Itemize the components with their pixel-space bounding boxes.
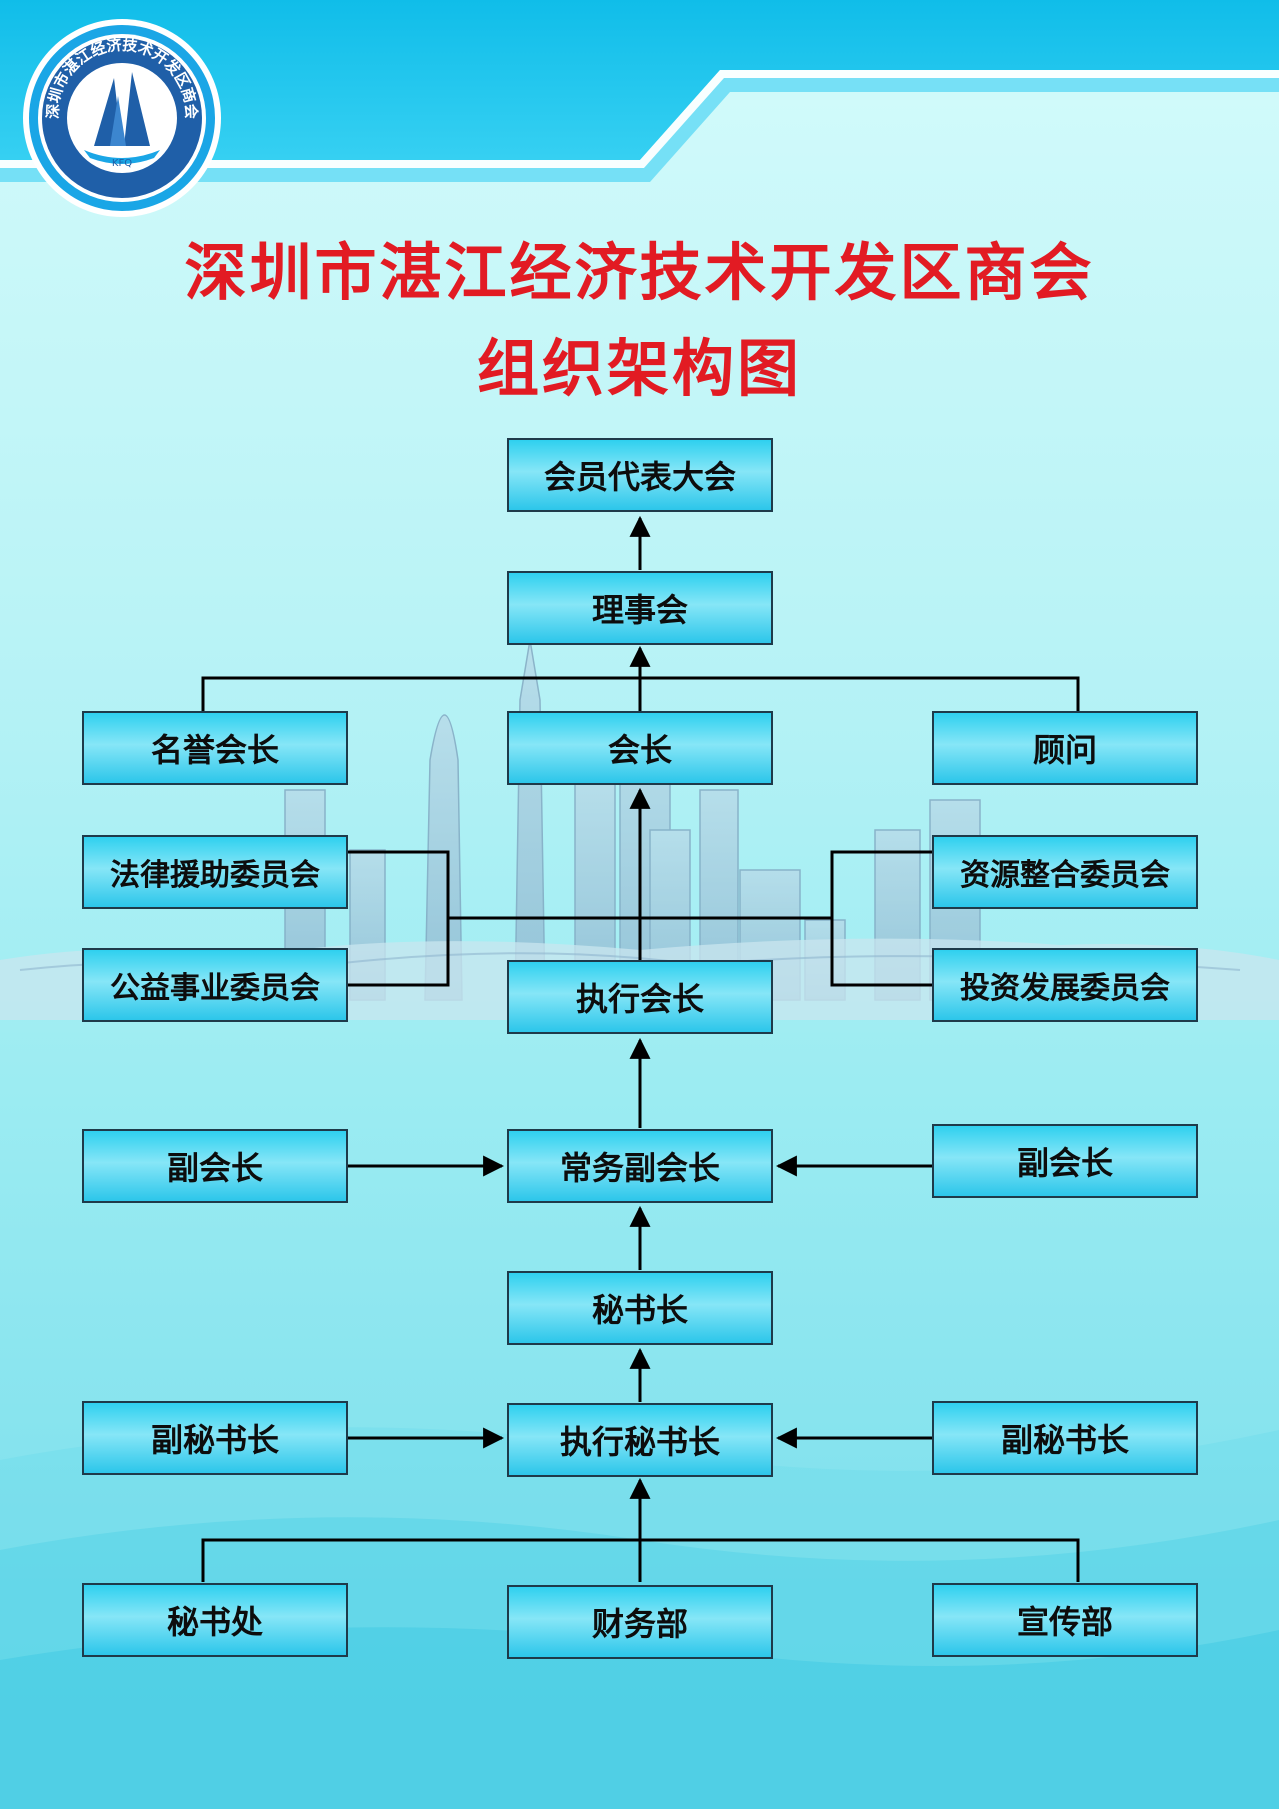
node-vice-president-left[interactable]: 副会长 <box>82 1129 348 1203</box>
node-resource-committee[interactable]: 资源整合委员会 <box>932 835 1198 909</box>
page-title: 深圳市湛江经济技术开发区商会 <box>184 236 1095 309</box>
node-finance[interactable]: 财务部 <box>507 1585 773 1659</box>
node-president[interactable]: 会长 <box>507 711 773 785</box>
node-members-congress[interactable]: 会员代表大会 <box>507 438 773 512</box>
node-secretary-general[interactable]: 秘书长 <box>507 1271 773 1345</box>
node-publicity[interactable]: 宣传部 <box>932 1583 1198 1657</box>
node-vice-president-right[interactable]: 副会长 <box>932 1124 1198 1198</box>
node-standing-vice-president[interactable]: 常务副会长 <box>507 1129 773 1203</box>
node-deputy-secretary-right[interactable]: 副秘书长 <box>932 1401 1198 1475</box>
node-executive-secretary[interactable]: 执行秘书长 <box>507 1403 773 1477</box>
node-public-welfare-committee[interactable]: 公益事业委员会 <box>82 948 348 1022</box>
sailboat-icon <box>84 72 160 164</box>
chamber-logo: 深圳市湛江经济技术开发区商会 KFQ <box>23 19 221 217</box>
node-council[interactable]: 理事会 <box>507 571 773 645</box>
node-deputy-secretary-left[interactable]: 副秘书长 <box>82 1401 348 1475</box>
page-subtitle: 组织架构图 <box>476 332 802 405</box>
node-executive-president[interactable]: 执行会长 <box>507 960 773 1034</box>
node-investment-committee[interactable]: 投资发展委员会 <box>932 948 1198 1022</box>
node-legal-aid-committee[interactable]: 法律援助委员会 <box>82 835 348 909</box>
node-secretariat[interactable]: 秘书处 <box>82 1583 348 1657</box>
logo-abbr: KFQ <box>112 158 132 169</box>
node-honorary-president[interactable]: 名誉会长 <box>82 711 348 785</box>
node-advisor[interactable]: 顾问 <box>932 711 1198 785</box>
